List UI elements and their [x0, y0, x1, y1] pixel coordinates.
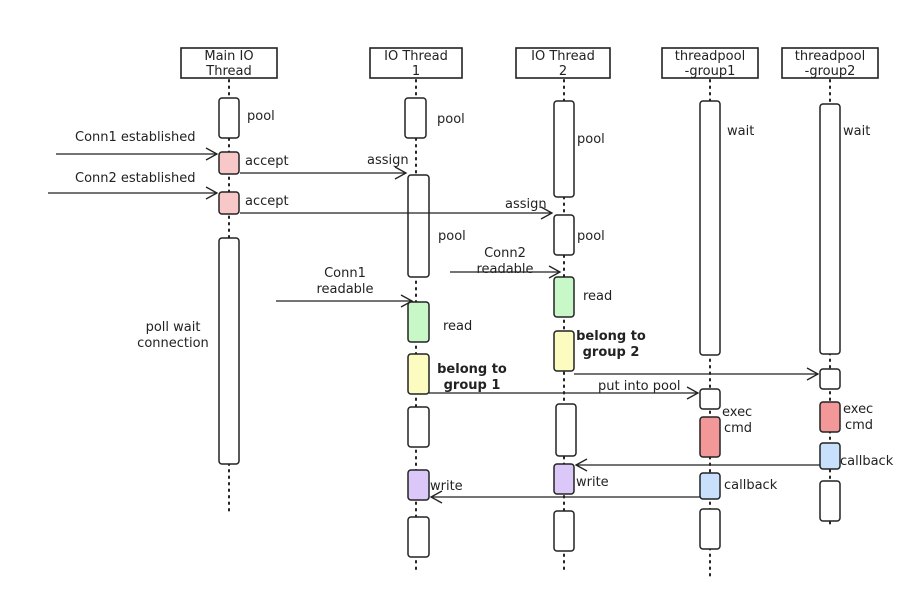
label-assign-io1: assign — [367, 153, 409, 168]
label-io2-read: read — [583, 289, 612, 304]
participant-threadpool-group2: threadpool -group2 — [781, 47, 879, 79]
label-belong-group2-line2: group 2 — [583, 345, 640, 360]
participant-io2-line1: IO Thread — [531, 49, 595, 64]
participant-tp1-line2: -group1 — [685, 64, 736, 79]
label-accept1: accept — [245, 154, 289, 169]
tp1-wait-activation — [699, 100, 721, 356]
arrow-conn1-readable — [276, 294, 414, 308]
tp2-receive-activation — [819, 368, 841, 390]
participant-io-thread-1: IO Thread 1 — [369, 47, 463, 79]
participant-main-line1: Main IO — [204, 49, 253, 64]
io2-belong-activation — [553, 330, 575, 372]
arrow-assign-io2 — [240, 206, 554, 220]
main-poll-wait-activation — [218, 237, 240, 465]
tp1-callback-activation — [699, 472, 721, 500]
arrow-tp1-callback — [429, 490, 700, 504]
tp2-callback-activation — [819, 442, 841, 470]
arrow-tp2-callback — [574, 458, 820, 472]
arrow-put-into-pool — [429, 386, 700, 400]
io2-write-activation — [553, 463, 575, 495]
participant-io1-line2: 1 — [412, 64, 420, 79]
label-conn2-established: Conn2 established — [75, 171, 196, 186]
label-io1-pool: pool — [438, 229, 466, 244]
label-put-into-pool: put into pool — [598, 379, 681, 394]
io1-pool-top-activation — [404, 97, 427, 139]
label-tp1-exec-line2: cmd — [724, 421, 752, 436]
label-conn2-readable-line2: readable — [476, 262, 533, 277]
io2-tail-activation — [553, 510, 575, 552]
main-accept2-activation — [218, 191, 240, 215]
io1-pool-activation — [407, 174, 430, 278]
label-tp1-wait: wait — [727, 124, 754, 139]
io1-write-activation — [407, 469, 430, 501]
io2-pool-top-activation — [553, 100, 575, 198]
tp1-receive-activation — [699, 388, 721, 410]
label-io1-pool-top: pool — [437, 112, 465, 127]
label-conn1-readable-line2: readable — [316, 282, 373, 297]
participant-tp1-line1: threadpool — [675, 49, 745, 64]
label-tp1-exec-line1: exec — [722, 405, 752, 420]
label-io2-write: write — [576, 475, 609, 490]
tp2-tail-activation — [819, 480, 841, 522]
participant-main-line2: Thread — [205, 64, 251, 79]
main-pool-activation — [218, 97, 240, 139]
label-tp2-wait: wait — [843, 124, 870, 139]
io1-belong-activation — [407, 353, 430, 395]
io2-idle-activation — [555, 403, 577, 457]
arrow-conn1-established — [56, 147, 219, 161]
label-tp1-callback: callback — [724, 478, 778, 493]
io2-read-activation — [553, 276, 575, 318]
io1-read-activation — [407, 301, 430, 343]
participant-io1-line1: IO Thread — [384, 49, 448, 64]
io1-idle-activation — [407, 406, 430, 448]
tp2-exec-activation — [819, 401, 841, 433]
arrow-io2-to-tp2 — [574, 367, 820, 381]
label-io1-write: write — [430, 479, 463, 494]
label-assign-io2: assign — [505, 197, 547, 212]
tp1-tail-activation — [699, 508, 721, 550]
participant-io2-line2: 2 — [559, 64, 567, 79]
label-io2-pool: pool — [577, 229, 605, 244]
label-tp2-callback: callback — [840, 454, 894, 469]
participant-main-io-thread: Main IO Thread — [180, 47, 278, 79]
label-belong-group2-line1: belong to — [576, 329, 646, 344]
label-belong-group1-line2: group 1 — [444, 378, 501, 393]
label-conn2-readable-line1: Conn2 — [484, 246, 526, 261]
label-tp2-exec-line1: exec — [843, 402, 873, 417]
label-accept2: accept — [245, 194, 289, 209]
arrow-conn2-readable — [450, 265, 562, 279]
label-tp2-exec-line2: cmd — [845, 418, 873, 433]
io1-tail-activation — [407, 516, 430, 558]
arrow-assign-io1 — [240, 166, 408, 180]
arrow-conn2-established — [48, 186, 219, 200]
participant-io-thread-2: IO Thread 2 — [515, 47, 611, 79]
tp1-exec-activation — [699, 416, 721, 458]
main-accept1-activation — [218, 151, 240, 175]
io2-pool-activation — [553, 214, 575, 256]
label-io2-pool-top: pool — [577, 132, 605, 147]
label-conn1-established: Conn1 established — [75, 130, 196, 145]
label-conn1-readable-line1: Conn1 — [324, 266, 366, 281]
label-poll-wait-line1: poll wait — [146, 320, 201, 335]
label-io1-read: read — [443, 319, 472, 334]
label-poll-wait-line2: connection — [137, 336, 209, 351]
participant-tp2-line2: -group2 — [805, 64, 856, 79]
participant-threadpool-group1: threadpool -group1 — [661, 47, 759, 79]
participant-tp2-line1: threadpool — [795, 49, 865, 64]
tp2-wait-activation — [819, 103, 841, 355]
label-main-pool: pool — [247, 109, 275, 124]
label-belong-group1-line1: belong to — [437, 362, 507, 377]
